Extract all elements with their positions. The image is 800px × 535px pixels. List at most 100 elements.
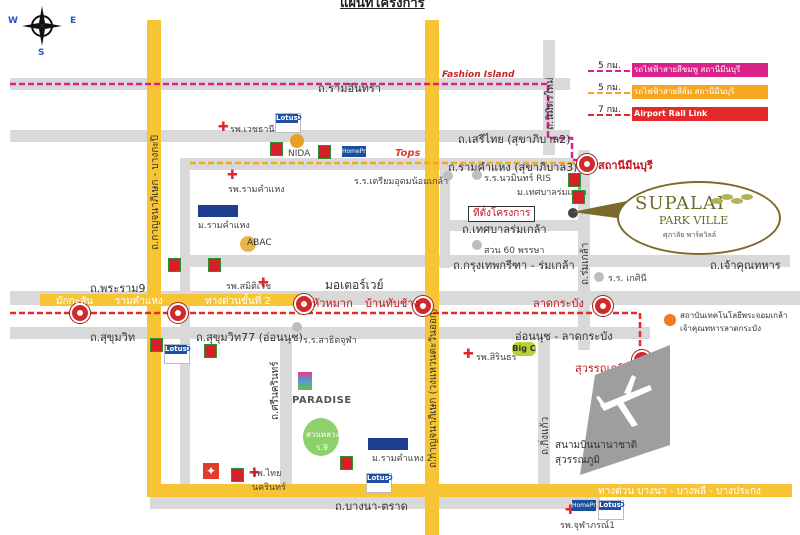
station-makkasan-label: มักกะสัน (56, 296, 94, 307)
store-marker-icon (270, 142, 283, 156)
project-location-tag: ที่ตั้งโครงการ (468, 206, 536, 222)
label-ramintra: ถ.รามอินทรา (318, 82, 381, 95)
school-marker (472, 170, 482, 180)
lotus-logo: Lotus (367, 474, 389, 483)
label-motorway: มอเตอร์เวย์ (325, 278, 384, 292)
station-makkasan-marker[interactable] (70, 303, 90, 323)
legend: 5 กม. รถไฟฟ้าสายสีชมพู สถานีมีนบุรี 5 กม… (588, 60, 768, 124)
label-samitivej: รพ.สมิติเวช (226, 282, 272, 292)
legend-row-orange: 5 กม. รถไฟฟ้าสายสีส้ม สถานีมีนบุรี (588, 82, 768, 102)
label-romklao: ถ.ร่มเกล้า (580, 242, 591, 285)
label-chulaporn: รพ.จุฬาภรณ์1 (560, 521, 615, 531)
road-krungthep-kritha (180, 255, 790, 267)
station-ramkhamhaeng-label: รามคำแหง (115, 296, 163, 307)
station-lat-krabang-marker[interactable] (593, 296, 613, 316)
station-minburi-marker[interactable] (577, 154, 597, 174)
label-bangna-bangphli: ทางด่วน บางนา - บางพลี - บางประกง (598, 486, 761, 497)
legend-distance-orange: 5 กม. (598, 83, 621, 93)
lotus-logo: Lotus (165, 345, 187, 354)
label-nimitmai: ถ.นิมิตรใหม่ (545, 77, 556, 130)
hospital-icon: ✚ (258, 276, 269, 291)
label-ramkhamhaeng-hospital: รพ.รามคำแหง (228, 185, 285, 195)
compass-west: W (8, 16, 18, 26)
lotus-logo: Lotus (599, 501, 621, 510)
label-expressway2: ทางด่วนขั้นที่ 2 (205, 296, 271, 307)
label-thetsaban-school: ม.เทศบาลร่มเกล้า (517, 188, 587, 198)
legend-line-pink (588, 70, 630, 72)
hospital-icon: ✚ (565, 503, 576, 518)
road-expressway2 (40, 294, 310, 306)
supalai-brand: SUPALAI (635, 193, 726, 214)
road-v2 (440, 158, 450, 268)
kmitl-icon (664, 314, 676, 326)
compass-rose-icon (14, 4, 70, 54)
label-king-kaew: ถ.กิ่งแก้ว (540, 416, 551, 455)
star-icon: ✦ (203, 463, 219, 479)
store-marker-icon (318, 145, 331, 159)
store-marker-icon (572, 190, 585, 204)
hospital-icon: ✚ (249, 466, 260, 481)
supalai-logo[interactable]: SUPALAI PARK VILLE ศุภาลัย พาร์ควิลล์ (617, 181, 781, 255)
legend-label-orange: รถไฟฟ้าสายสีส้ม สถานีมีนบุรี (632, 85, 768, 99)
label-triamudom: ร.ร.เตรียมอุดมน้อมเกล้า (354, 177, 449, 187)
school-marker (594, 272, 604, 282)
homepro-logo: HomePro (572, 500, 596, 511)
station-lat-krabang-label: ลาดกระบัง (533, 297, 584, 310)
station-hua-mak-marker[interactable] (294, 294, 314, 314)
label-nawaminthra-ris: ร.ร.นวมินทร์ RIS (484, 174, 551, 184)
label-bangna-trat: ถ.บางนา-ตราด (335, 500, 408, 513)
station-hua-mak-label: หัวหมาก (312, 297, 353, 310)
legend-row-pink: 5 กม. รถไฟฟ้าสายสีชมพู สถานีมีนบุรี (588, 60, 768, 80)
tesco-lotus-logo: TESCO Lotus (366, 473, 393, 493)
tesco-lotus-logo: TESCO Lotus (164, 344, 191, 364)
store-marker-icon (208, 258, 221, 272)
label-abac: ABAC (247, 238, 272, 248)
road-thetsaban-romklao (440, 220, 580, 231)
compass-south: S (38, 48, 45, 58)
legend-row-red: 7 กม. Airport Rail Link (588, 104, 768, 124)
label-seri-thai: ถ.เสรีไทย (สุขาภิบาล2) (458, 133, 571, 146)
compass-east: E (70, 16, 77, 26)
label-sukhumvit77: ถ.สุขุมวิท77 (อ่อนนุช) (196, 331, 303, 344)
supalai-project-name: PARK VILLE (659, 214, 729, 227)
station-ban-thap-chang-label: บ้านทับช้าง (365, 297, 419, 310)
store-marker-icon (231, 468, 244, 482)
park-marker (472, 240, 482, 250)
road-king-kaew (538, 340, 550, 500)
school-marker (292, 322, 302, 332)
label-thai-nakarin: รพ.ไทยนครินทร์ (252, 469, 286, 493)
road-ramkhamhaeng (180, 158, 575, 170)
legend-distance-pink: 5 กม. (598, 61, 621, 71)
label-kmitl: สถาบันเทคโนโลยีพระจอมเกล้าเจ้าคุณทหารลาด… (680, 311, 788, 333)
label-onnut-latkrabang: อ่อนนุช - ลาดกระบัง (515, 330, 613, 343)
project-location-marker[interactable] (567, 207, 579, 219)
label-srinakarin: ถ.ศรีนครินทร์ (270, 361, 281, 420)
fashion-island-logo: Fashion Island (442, 70, 515, 80)
label-kanchanaphisek-ns: ถ.กาญจนาภิเษก (วงแหวนตะวันออก) (428, 308, 439, 468)
label-thetsaban-romklao: ถ.เทศบาลร่มเกล้า (462, 223, 547, 236)
legend-label-pink: รถไฟฟ้าสายสีชมพู สถานีมีนบุรี (632, 63, 768, 77)
road-srinakarin (280, 330, 292, 500)
road-sukhumvit77 (10, 327, 650, 339)
suanluang-park (303, 418, 339, 456)
university-logo-icon (198, 205, 238, 217)
university-logo-icon (368, 438, 408, 450)
store-marker-icon (568, 173, 581, 187)
paradise-icon (298, 372, 312, 390)
tesco-lotus-logo: TESCO Lotus (275, 113, 302, 133)
map-title: แผนที่โครงการ (340, 0, 425, 11)
bigc-logo: Big C (512, 342, 536, 356)
road-v1 (180, 158, 190, 508)
legend-line-red (588, 114, 630, 116)
label-ramkhamhaeng-university: ม.รามคำแหง (198, 221, 250, 231)
label-vejthani: รพ.เวชธานี (230, 125, 275, 135)
store-marker-icon (204, 344, 217, 358)
store-marker-icon (340, 456, 353, 470)
tesco-lotus-logo: TESCO Lotus (598, 500, 625, 520)
station-ban-thap-chang-marker[interactable] (413, 296, 433, 316)
road-bangna-trat (150, 497, 600, 509)
store-marker-icon (168, 258, 181, 272)
label-suanluang: สวนหลวง ร.9 (306, 430, 340, 452)
station-ramkhamhaeng-marker[interactable] (168, 303, 188, 323)
